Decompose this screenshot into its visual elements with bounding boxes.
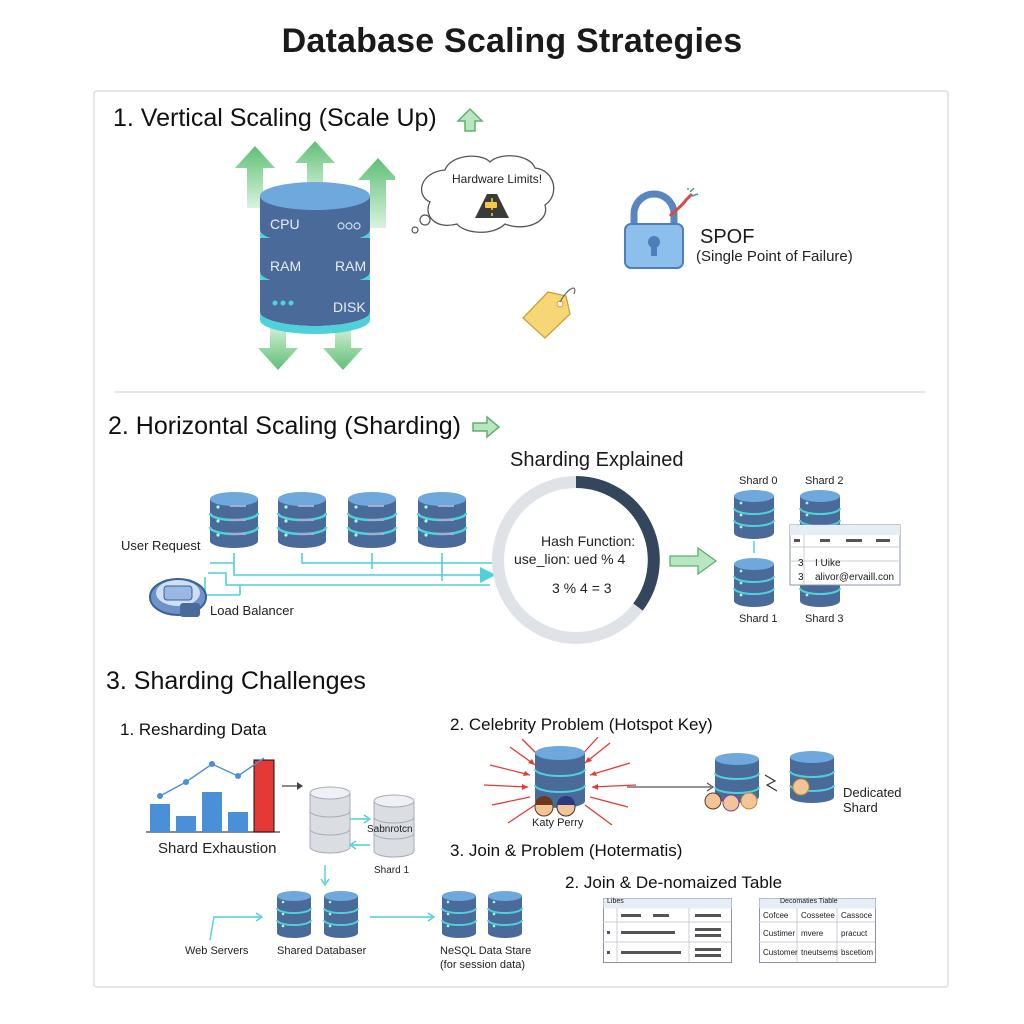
katy-label: Katy Perry	[532, 817, 584, 829]
hash-expression: use_lion: ued % 4	[514, 551, 626, 567]
hash-function-title: Hash Function:	[541, 533, 636, 549]
layer-ram-left: RAM	[270, 258, 301, 274]
layer-cpu: CPU	[270, 216, 300, 232]
table2-cell-r2c1: Customer	[763, 948, 798, 957]
section2-title: 2. Horizontal Scaling (Sharding)	[108, 412, 461, 440]
table2-cell-r2c3: bscetiom	[841, 948, 874, 957]
sharding-explained-title: Sharding Explained	[510, 449, 684, 471]
table2-cell-r1c3: pracuct	[841, 929, 868, 938]
join-problem-title: 3. Join & Problem (Hotermatis)	[450, 841, 683, 860]
right-arrow-icon	[472, 415, 501, 439]
nosql-label: NeSQL Data Stare	[440, 945, 532, 957]
nosql-sublabel: (for session data)	[440, 959, 525, 971]
sharding-network	[149, 490, 496, 617]
section1-title: 1. Vertical Scaling (Scale Up)	[113, 104, 437, 132]
lock-icon	[624, 188, 699, 269]
table2-header-1: Cofcee	[763, 911, 789, 920]
thought-text: Hardware Limits!	[452, 172, 543, 186]
reshard-migration	[309, 786, 415, 858]
celebrity-title: 2. Celebrity Problem (Hotspot Key)	[450, 715, 713, 734]
table2-cell-r1c2: mvere	[801, 929, 824, 938]
vertical-disk-stack: CPU RAM RAM DISK	[235, 141, 395, 370]
resharding-title: 1. Resharding Data	[120, 720, 267, 739]
shard-cluster	[733, 489, 901, 608]
user-request-label: User Request	[121, 538, 201, 553]
up-arrow-icon	[456, 107, 484, 132]
hash-ring	[492, 476, 660, 644]
denormalized-tables	[603, 898, 876, 963]
table2-title: Decomaties Tiable	[780, 898, 838, 905]
table1-title: Libes	[607, 898, 624, 905]
layer-ram-right: RAM	[335, 258, 366, 274]
shard-exhaustion-chart	[146, 757, 303, 833]
tag-icon	[522, 287, 576, 339]
spof-title: SPOF	[700, 226, 755, 248]
load-balancer-label: Load Balancer	[210, 603, 294, 618]
page-title: Database Scaling Strategies	[281, 22, 743, 60]
shard-1-label: Shard 1	[739, 613, 778, 625]
table2-header-2: Cossetee	[801, 911, 835, 920]
shard-arrow	[669, 546, 718, 576]
hotspot-shard	[483, 736, 637, 826]
dedicated-label: Dedicated	[843, 785, 902, 800]
table-row-2-id: 3	[798, 572, 804, 583]
shard-2-label: Shard 2	[805, 475, 844, 487]
table2-cell-r1c1: Custimer	[763, 929, 796, 938]
section-divider	[115, 391, 925, 393]
shard-new-name: Shard 1	[374, 865, 410, 876]
thought-bubble	[411, 155, 555, 234]
hash-result: 3 % 4 = 3	[552, 580, 612, 596]
dedicated-shard	[627, 751, 835, 812]
table-row-1-value: I Uike	[815, 558, 841, 569]
table2-cell-r2c2: tneutsems	[801, 948, 838, 957]
table-row-1-id: 3	[798, 558, 804, 569]
diagram-frame	[93, 90, 949, 988]
session-store-flow	[209, 865, 523, 941]
web-servers-label: Web Servers	[185, 945, 249, 957]
shard-new-label: Sabnrotcn	[367, 824, 413, 835]
shared-database-label: Shared Databaser	[277, 945, 367, 957]
shard-exhaustion-label: Shard Exhaustion	[158, 840, 277, 857]
table-row-2-value: alivor@ervaill.con	[815, 572, 895, 583]
section3-title: 3. Sharding Challenges	[106, 667, 366, 695]
dedicated-sublabel: Shard	[843, 800, 878, 815]
table2-header-3: Cassoce	[841, 911, 873, 920]
shard-0-label: Shard 0	[739, 475, 778, 487]
join-denormalized-title: 2. Join & De-nomaized Table	[565, 873, 783, 892]
layer-disk: DISK	[333, 299, 366, 315]
shard-3-label: Shard 3	[805, 613, 844, 625]
spof-subtitle: (Single Point of Failure)	[696, 248, 853, 265]
